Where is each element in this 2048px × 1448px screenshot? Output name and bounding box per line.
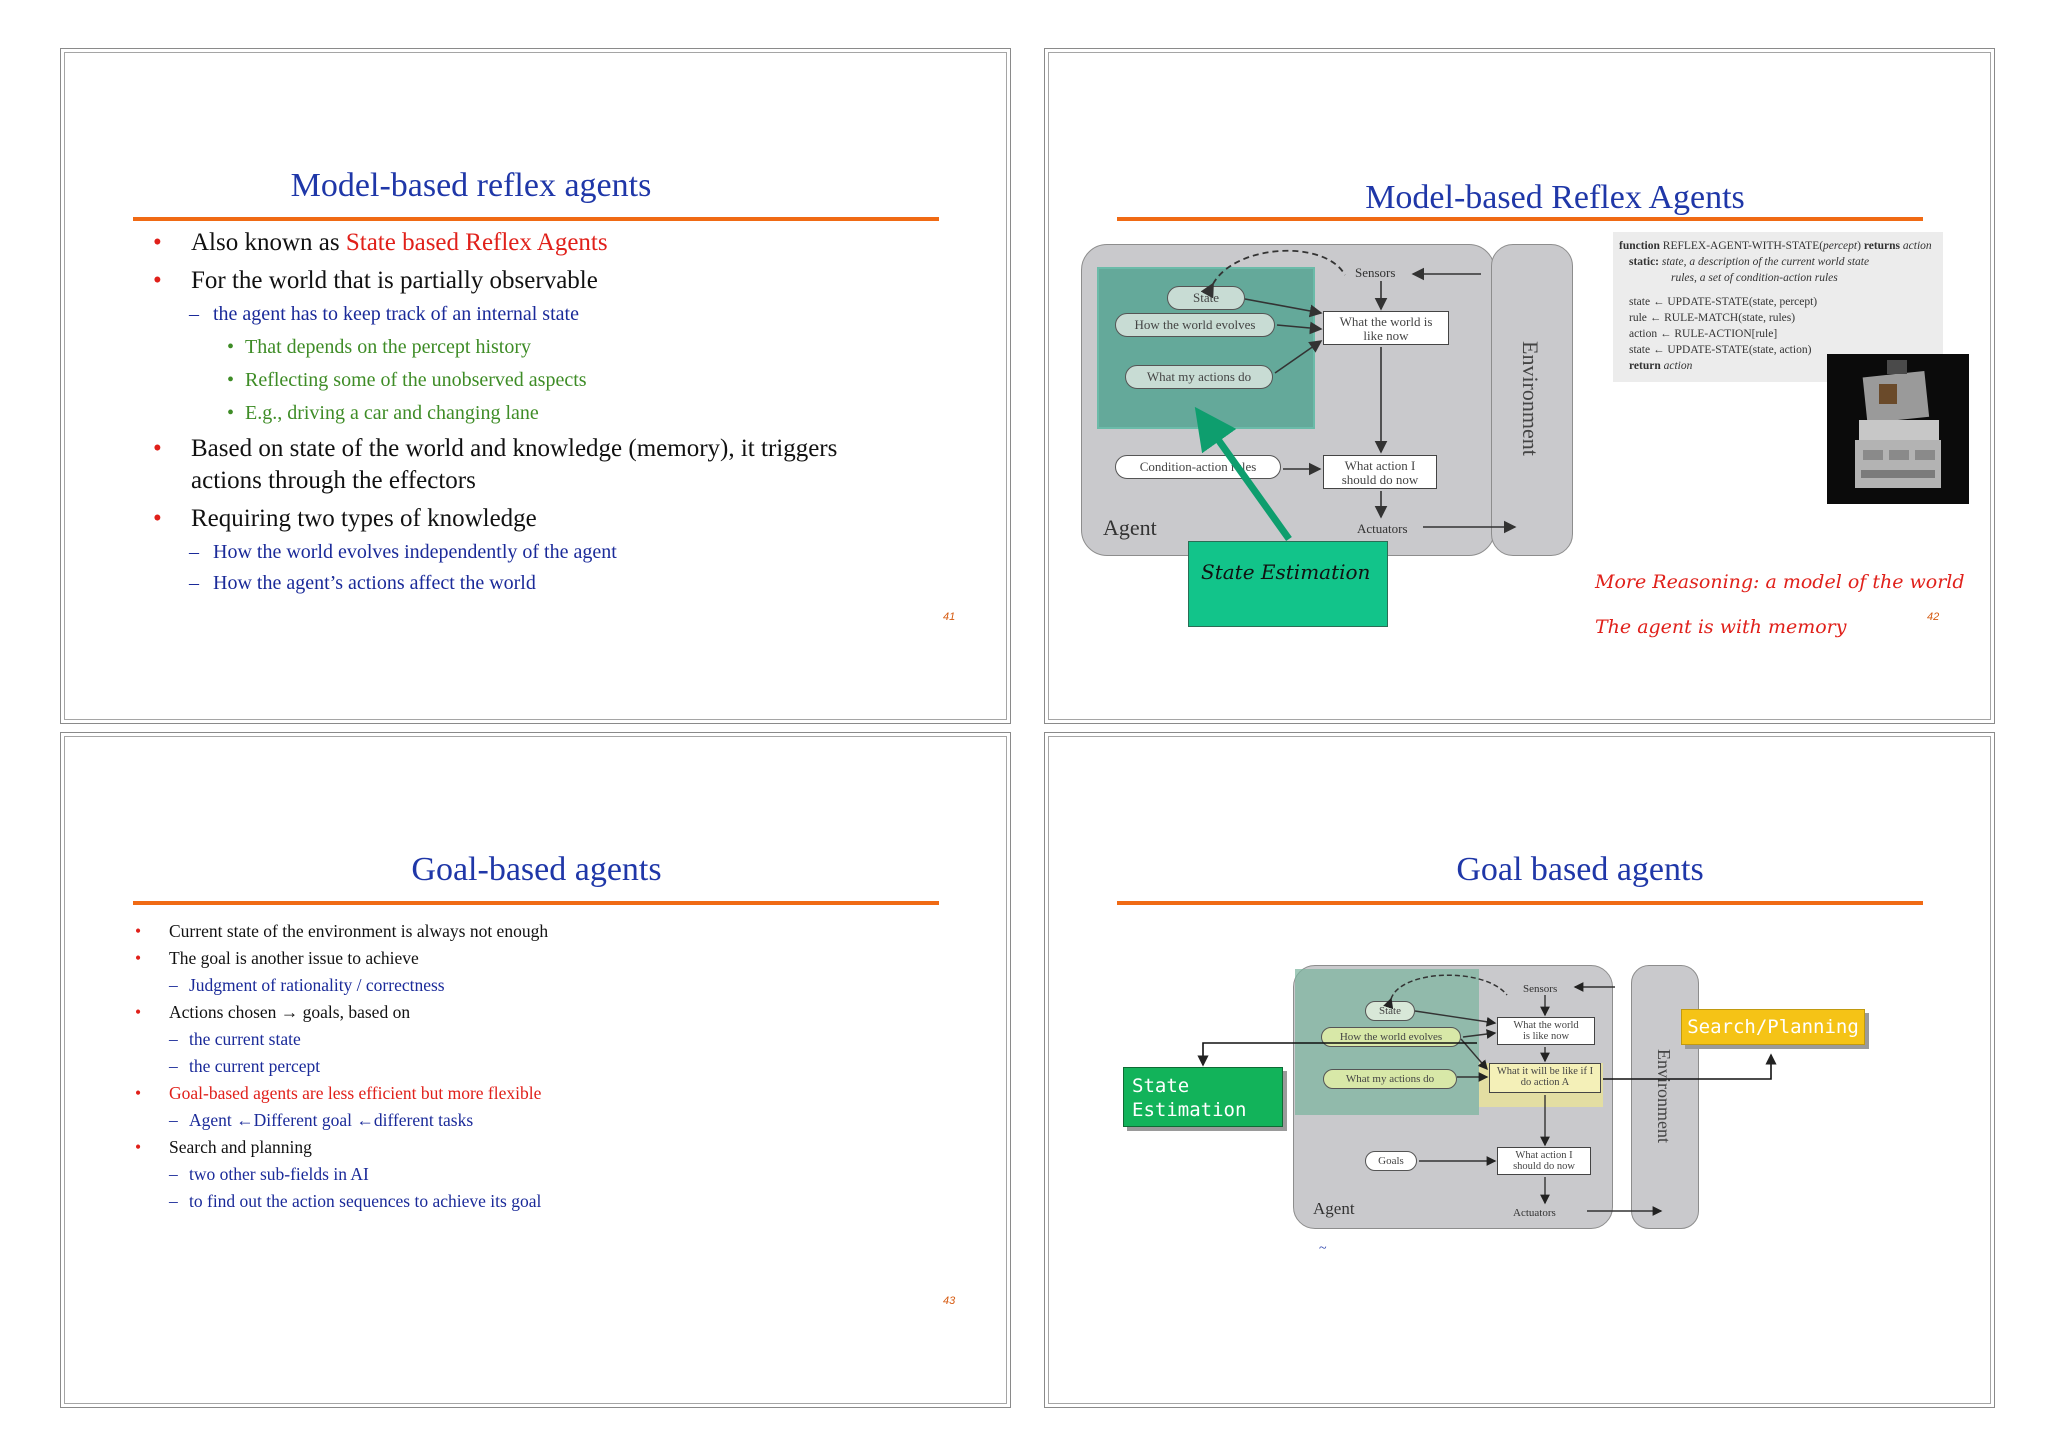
note-model-of-world: More Reasoning: a model of the world (1595, 571, 1965, 593)
title-rule (133, 901, 939, 905)
agent-label: Agent (1103, 515, 1157, 540)
sub-sub-bullet-item: That depends on the percept history (153, 334, 913, 361)
state-pill: State (1365, 1001, 1415, 1021)
bullet-item: Also known as State based Reflex Agents (153, 227, 913, 259)
sub-bullet-item: the agent has to keep track of an intern… (153, 301, 913, 328)
slide-title: Model-based Reflex Agents (1365, 179, 1745, 216)
sensors-label: Sensors (1355, 265, 1396, 280)
tilde-mark: ~ (1319, 1241, 1327, 1256)
actuators-label: Actuators (1513, 1207, 1556, 1219)
sub-bullet-item: to find out the action sequences to achi… (135, 1190, 895, 1212)
sub-bullet-item: Agent ←Different goal ←different tasks (135, 1109, 895, 1131)
note-agent-memory: The agent is with memory (1595, 616, 1847, 638)
environment-label: Environment (1518, 341, 1543, 456)
robot-photo (1827, 354, 1969, 504)
state-estimation-callout: State Estimation (1188, 541, 1388, 627)
sub-bullet-item: two other sub-fields in AI (135, 1163, 895, 1185)
bullet-item: For the world that is partially observab… (153, 265, 913, 297)
agent-label: Agent (1313, 1199, 1355, 1218)
bullet-list: Also known as State based Reflex Agents … (153, 221, 913, 597)
slide-43: Goal-based agents Current state of the e… (60, 732, 1011, 1408)
world-now-box: What the world is like now (1323, 311, 1449, 345)
sub-bullet-item: How the world evolves independently of t… (153, 539, 913, 566)
bullet-item: Based on state of the world and knowledg… (153, 433, 911, 497)
what-my-actions-do-pill: What my actions do (1125, 365, 1273, 389)
actuators-label: Actuators (1357, 521, 1408, 536)
environment-panel (1491, 244, 1573, 556)
goals-pill: Goals (1365, 1151, 1417, 1171)
slide-41: Model-based reflex agents Also known as … (60, 48, 1011, 724)
bullet-list: Current state of the environment is alwa… (135, 915, 895, 1212)
title-rule (1117, 217, 1923, 221)
bullet-item: Goal-based agents are less efficient but… (135, 1082, 895, 1104)
bullet-item: Actions chosen → goals, based on (135, 1001, 895, 1023)
title-rule (133, 217, 939, 221)
bullet-item: Requiring two types of knowledge (153, 503, 913, 535)
sub-bullet-item: the current state (135, 1028, 895, 1050)
page-number: 43 (943, 1295, 956, 1307)
sub-bullet-item: Judgment of rationality / correctness (135, 974, 895, 996)
search-planning-callout: Search/Planning (1681, 1009, 1865, 1045)
sub-bullet-item: How the agent’s actions affect the world (153, 570, 913, 597)
sub-sub-bullet-item: E.g., driving a car and changing lane (153, 400, 913, 427)
condition-rules-pill: Condition-action rules (1115, 455, 1281, 479)
page-number: 41 (943, 611, 956, 623)
what-action-box: What action I should do now (1323, 455, 1437, 489)
slide-title: Goal based agents (1456, 851, 1704, 888)
page-number: 42 (1927, 611, 1940, 623)
bullet-item: Search and planning (135, 1136, 895, 1158)
state-pill: State (1167, 286, 1245, 310)
environment-label: Environment (1654, 1049, 1674, 1143)
slide-title: Goal-based agents (411, 851, 662, 888)
world-now-box: What the world is like now (1497, 1017, 1595, 1045)
sensors-label: Sensors (1523, 983, 1558, 995)
what-if-box: What it will be like if I do action A (1489, 1063, 1601, 1093)
how-world-evolves-pill: How the world evolves (1321, 1027, 1461, 1047)
bullet-item: The goal is another issue to achieve (135, 947, 895, 969)
what-action-box: What action I should do now (1497, 1147, 1591, 1175)
what-my-actions-do-pill: What my actions do (1323, 1069, 1457, 1089)
bullet-item: Current state of the environment is alwa… (135, 920, 895, 942)
slide-42: Model-based Reflex Agents Environment Se… (1044, 48, 1995, 724)
slide-44: Goal based agents Environment Sensors St… (1044, 732, 1995, 1408)
sub-sub-bullet-item: Reflecting some of the unobserved aspect… (153, 367, 913, 394)
title-rule (1117, 901, 1923, 905)
slide-title: Model-based reflex agents (290, 167, 652, 204)
state-estimation-callout: State Estimation (1123, 1067, 1283, 1127)
how-world-evolves-pill: How the world evolves (1115, 313, 1275, 337)
sub-bullet-item: the current percept (135, 1055, 895, 1077)
